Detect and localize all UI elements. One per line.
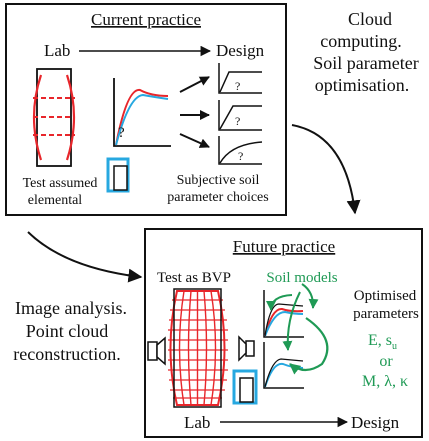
future-sample-icon (232, 369, 258, 405)
params-m-lambda-kappa: M, λ, κ (362, 373, 408, 390)
future-practice-panel: Future practice Test as BVP Soil models (144, 228, 423, 438)
camera-right-icon (238, 335, 255, 362)
svg-text:Image analysis.: Image analysis. (15, 298, 127, 318)
soil-models-label: Soil models (266, 270, 337, 286)
soil-model-arrow-2 (301, 283, 319, 309)
design-graph-2: ? (218, 100, 262, 131)
cloud-computing-text: Cloud computing. Soil parameter optimisa… (313, 9, 418, 95)
soil-model-arrow-1 (266, 294, 293, 311)
image-analysis-text: Image analysis. Point cloud reconstructi… (13, 298, 127, 364)
future-design-label: Design (351, 413, 400, 432)
params-e-su: E, su (368, 332, 397, 352)
current-practice-panel: Current practice Lab Design ? (5, 3, 287, 216)
to-future-arrow-bottom (27, 231, 143, 283)
params-or: or (379, 353, 393, 370)
soil-model-graph-1 (263, 290, 304, 338)
subjective-choices-caption-2: parameter choices (167, 190, 268, 205)
svg-text:?: ? (238, 149, 243, 163)
future-lab-label: Lab (184, 413, 210, 432)
to-future-arrow-top (291, 124, 361, 215)
subjective-choices-caption-1: Subjective soil (177, 173, 260, 188)
svg-text:reconstruction.: reconstruction. (13, 344, 120, 364)
test-as-bvp-label: Test as BVP (157, 270, 231, 286)
soil-model-arrow-3 (282, 291, 301, 351)
sample-deformed-icon (106, 157, 130, 193)
test-assumed-caption-1: Test assumed (23, 176, 98, 191)
svg-text:Point cloud: Point cloud (26, 321, 109, 341)
design-graph-1: ? (218, 63, 262, 94)
elemental-sample-icon (32, 68, 76, 167)
svg-text:?: ? (235, 114, 240, 128)
svg-text:computing.: computing. (320, 31, 402, 51)
svg-text:optimisation.: optimisation. (315, 75, 410, 95)
current-lab-label: Lab (44, 41, 70, 60)
soil-model-graph-2 (263, 342, 304, 389)
test-assumed-caption-2: elemental (28, 193, 83, 208)
camera-left-icon (147, 336, 166, 366)
optimisation-loop-arrow (289, 317, 329, 375)
current-design-label: Design (216, 41, 265, 60)
choice-arrow-1 (179, 76, 210, 93)
choice-arrow-3 (179, 133, 210, 148)
design-graph-3: ? (218, 136, 263, 165)
optimised-label-1: Optimised (354, 288, 417, 304)
future-practice-title: Future practice (233, 237, 335, 256)
graph-question-mark: ? (118, 125, 125, 141)
optimised-label-2: parameters (353, 306, 419, 322)
stress-strain-graph: ? (113, 78, 171, 147)
svg-text:Soil parameter: Soil parameter (313, 53, 418, 73)
point-cloud-sample-icon (168, 288, 228, 408)
svg-text:?: ? (235, 79, 240, 93)
current-practice-title: Current practice (91, 10, 201, 29)
svg-text:Cloud: Cloud (348, 9, 392, 29)
